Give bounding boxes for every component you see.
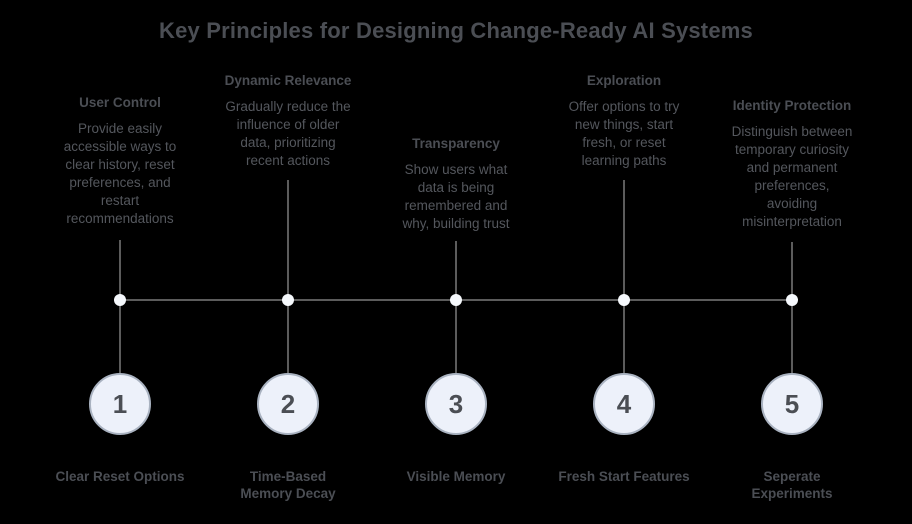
step-circle: 1	[89, 373, 151, 435]
principle-description: Gradually reduce the influence of older …	[225, 99, 351, 168]
timeline-node-dot	[114, 294, 126, 306]
connector-line-down	[455, 300, 457, 373]
connector-line-down	[791, 300, 793, 373]
principle-description: Provide easily accessible ways to clear …	[63, 121, 177, 226]
connector-line-down	[623, 300, 625, 373]
timeline-node-dot	[618, 294, 630, 306]
principle-heading: Dynamic Relevance	[224, 73, 352, 88]
step-circle: 2	[257, 373, 319, 435]
principle-text-block: Identity Protection Distinguish between …	[707, 97, 877, 231]
step-number: 2	[280, 388, 296, 419]
connector-line-up	[455, 241, 457, 300]
step-circle: 5	[761, 373, 823, 435]
step-circle: 4	[593, 373, 655, 435]
step-label: Visible Memory	[406, 469, 506, 484]
step-label: Seperate Experiments	[751, 469, 833, 501]
principle-text-block: User Control Provide easily accessible w…	[35, 94, 205, 228]
step-number: 4	[616, 388, 632, 419]
principle-text-block: Exploration Offer options to try new thi…	[539, 72, 709, 170]
timeline-node-dot	[786, 294, 798, 306]
page-title: Key Principles for Designing Change-Read…	[159, 18, 753, 43]
step-label: Time-Based Memory Decay	[240, 469, 336, 501]
step-number: 3	[448, 388, 464, 419]
step-label: Fresh Start Features	[558, 469, 690, 484]
principle-heading: User Control	[79, 95, 161, 110]
principle-heading: Identity Protection	[732, 98, 852, 113]
step-circle: 3	[425, 373, 487, 435]
principle-text-block: Transparency Show users what data is bei…	[371, 135, 541, 233]
step-number: 5	[784, 388, 800, 419]
principle-heading: Transparency	[412, 136, 500, 151]
principle-heading: Exploration	[586, 73, 662, 88]
step-number: 1	[112, 388, 128, 419]
connector-line-up	[119, 240, 121, 300]
principle-description: Show users what data is being remembered…	[402, 162, 510, 231]
principle-description: Distinguish between temporary curiosity …	[731, 124, 853, 229]
connector-line-down	[119, 300, 121, 373]
connector-line-down	[287, 300, 289, 373]
timeline-node-dot	[282, 294, 294, 306]
connector-line-up	[287, 180, 289, 300]
connector-line-up	[623, 180, 625, 300]
step-label: Clear Reset Options	[55, 469, 185, 484]
principle-description: Offer options to try new things, start f…	[568, 99, 680, 168]
connector-line-up	[791, 242, 793, 300]
principle-text-block: Dynamic Relevance Gradually reduce the i…	[203, 72, 373, 170]
timeline-node-dot	[450, 294, 462, 306]
